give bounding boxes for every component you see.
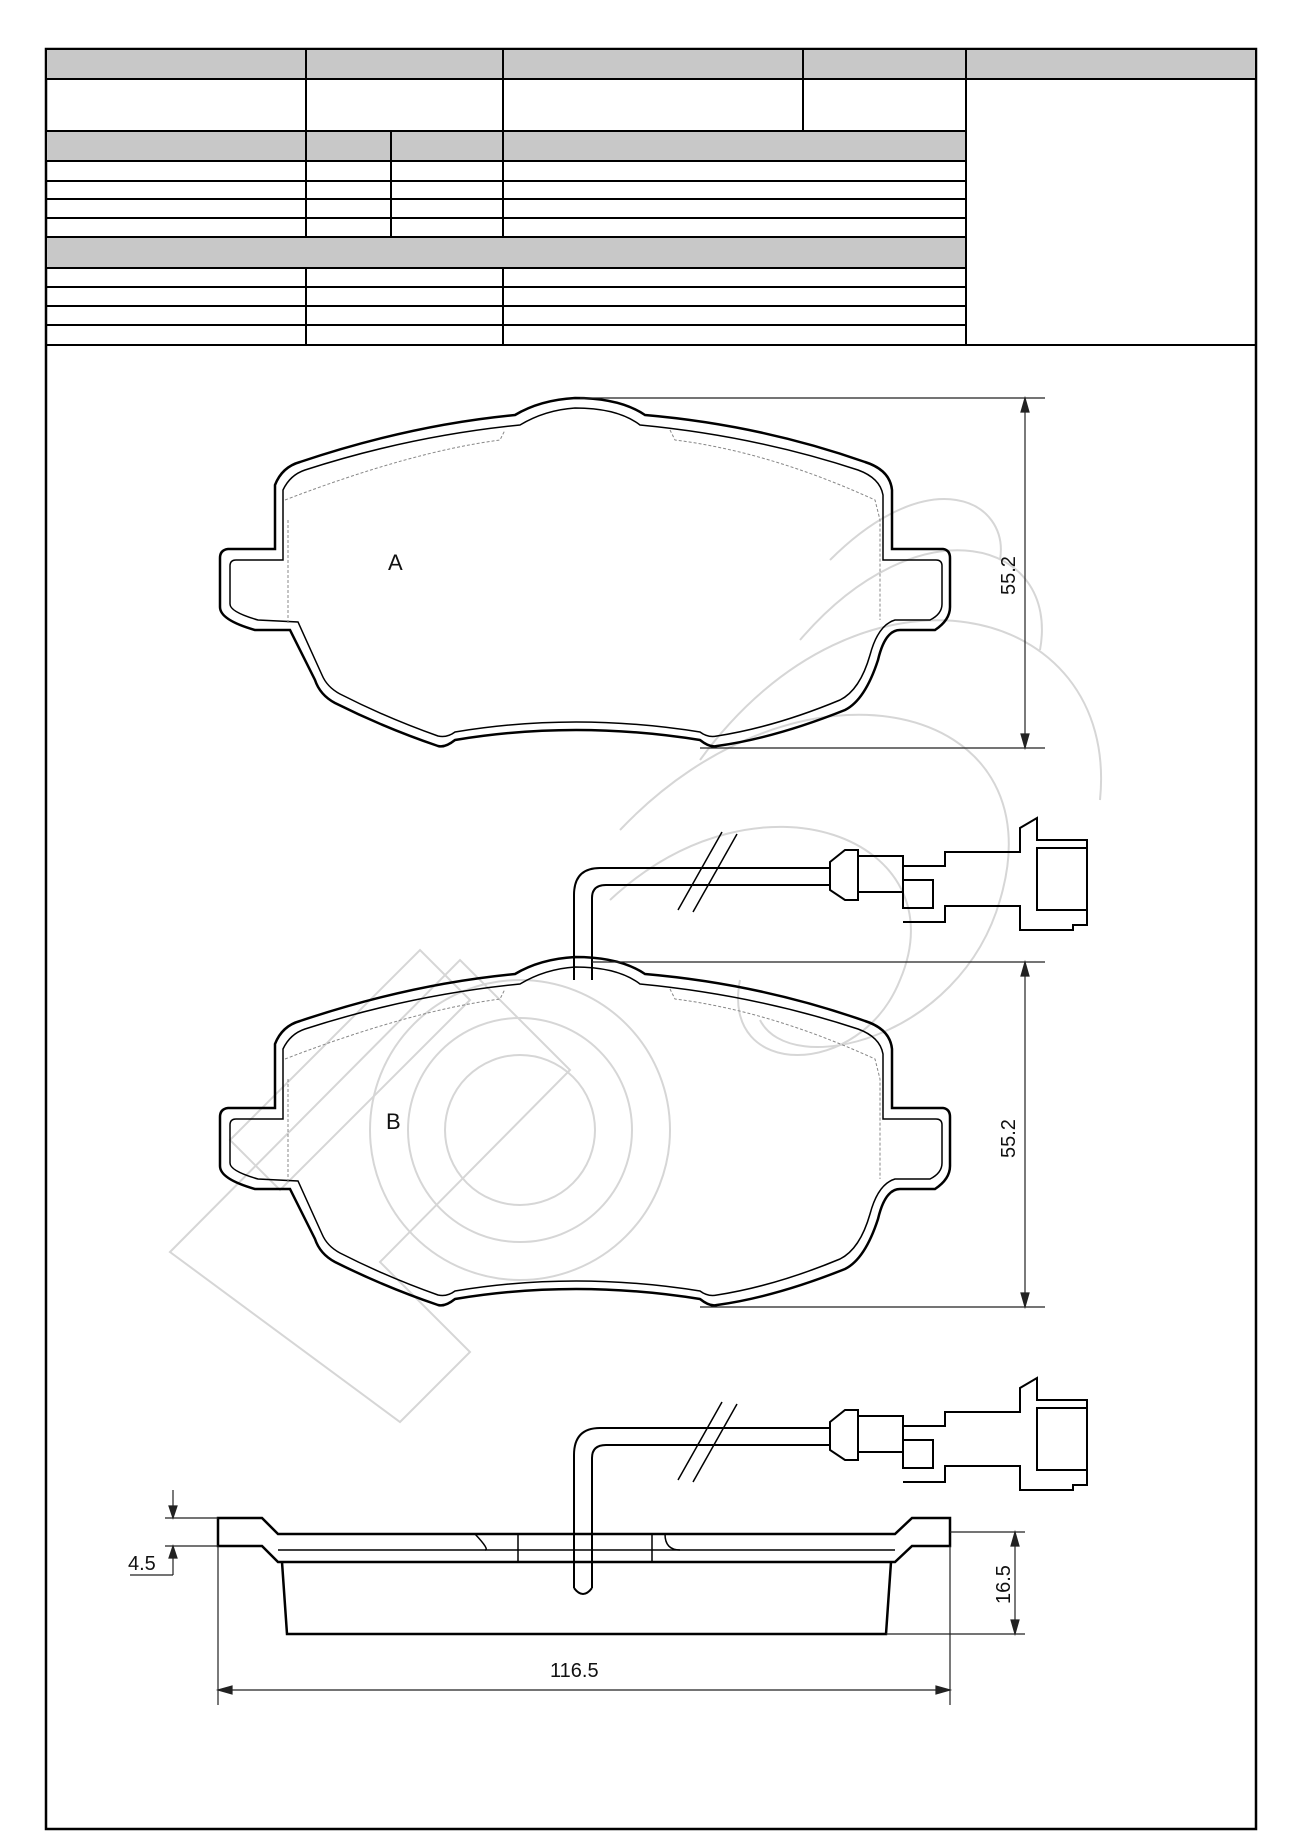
dim-a-height: 55.2 bbox=[580, 395, 1045, 751]
friction-block-side bbox=[280, 1561, 893, 1636]
dim-b-height: 55.2 bbox=[592, 959, 1045, 1310]
pad-b-friction-outline bbox=[284, 988, 881, 1184]
pad-a-outline-inner bbox=[229, 407, 943, 738]
pad-a-outline-outer bbox=[218, 396, 952, 748]
pad-b-outline-inner bbox=[229, 966, 943, 1297]
wear-sensor-lower bbox=[573, 1376, 1088, 1595]
pad-view-a: A bbox=[218, 396, 952, 748]
dim-side: 4.5 16.5 116.5 bbox=[128, 1490, 1025, 1705]
dim-backplate-label: 4.5 bbox=[128, 1553, 156, 1575]
pad-b-outline-outer bbox=[218, 955, 952, 1307]
pad-view-b: B bbox=[218, 955, 952, 1307]
dim-b-height-label: 55.2 bbox=[998, 1119, 1020, 1158]
backplate-side bbox=[216, 1516, 952, 1564]
wear-sensor-upper bbox=[573, 816, 1088, 980]
pad-b-label: B bbox=[386, 1109, 401, 1134]
pad-a-friction-outline bbox=[284, 429, 881, 625]
title-block-table bbox=[45, 48, 1257, 346]
table-section-1-header bbox=[45, 130, 967, 162]
table-header-row bbox=[45, 48, 1257, 80]
table-section-2-header bbox=[45, 236, 967, 269]
pad-side-view bbox=[216, 1516, 952, 1636]
dim-thickness-label: 16.5 bbox=[993, 1565, 1015, 1604]
dim-a-height-label: 55.2 bbox=[998, 556, 1020, 595]
pad-a-label: A bbox=[388, 550, 403, 575]
dim-width-label: 116.5 bbox=[550, 1660, 599, 1682]
